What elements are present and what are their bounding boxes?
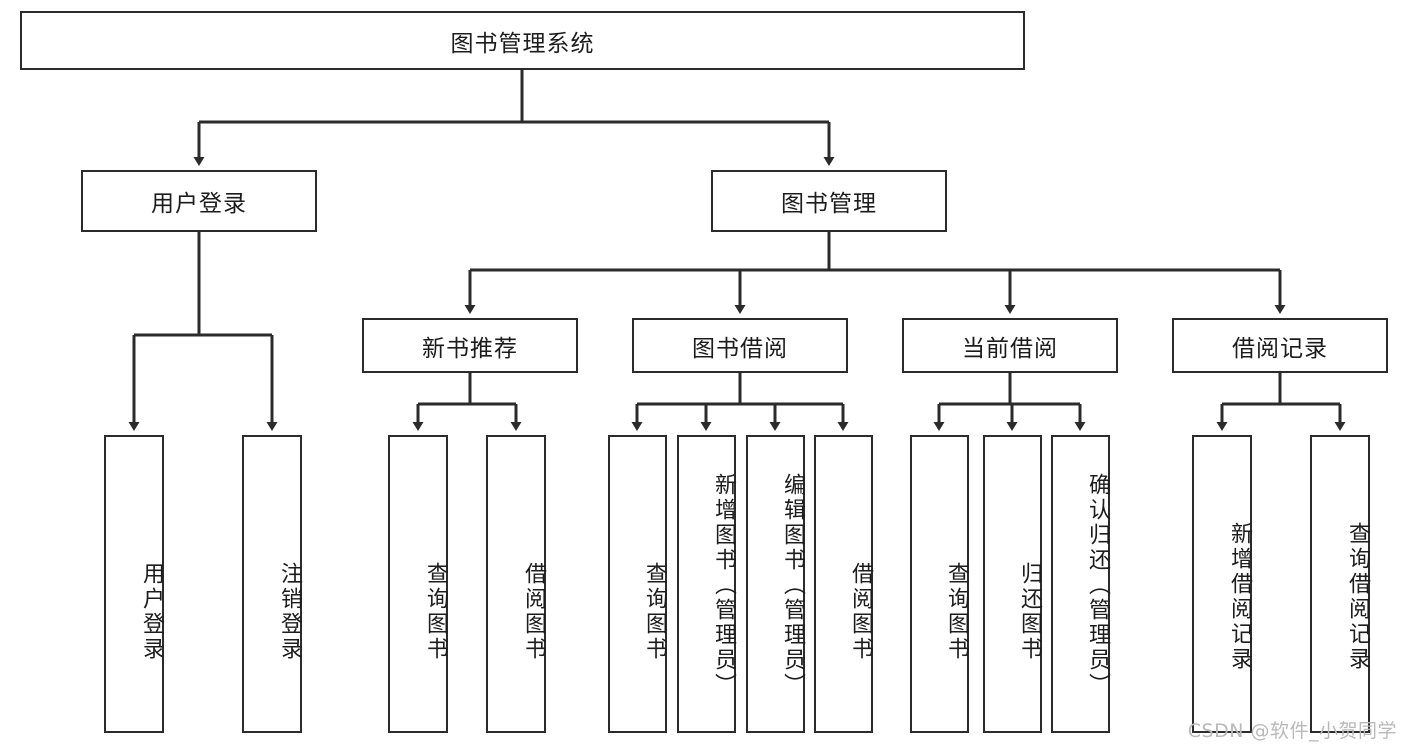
node-leaf-logout[interactable]: 注销登录: [242, 435, 302, 733]
node-book-borrow[interactable]: 图书借阅: [632, 318, 848, 373]
node-leaf-query-record-label: 查询借阅记录: [1345, 522, 1370, 672]
node-leaf-logout-label: 注销登录: [277, 562, 302, 662]
node-leaf-return-book-label: 归还图书: [1017, 562, 1042, 662]
node-leaf-query-book-rec-label: 查询图书: [423, 562, 448, 662]
node-leaf-borrow-book-bb[interactable]: 借阅图书: [814, 435, 873, 733]
node-leaf-add-book[interactable]: 新增图书（管理员）: [677, 435, 736, 733]
node-leaf-borrow-book-rec[interactable]: 借阅图书: [486, 435, 546, 733]
node-leaf-query-book-cb-label: 查询图书: [944, 562, 969, 662]
node-borrow-record[interactable]: 借阅记录: [1172, 318, 1388, 373]
node-new-book-rec-label: 新书推荐: [422, 335, 518, 362]
node-leaf-confirm-return[interactable]: 确认归还（管理员）: [1051, 435, 1110, 733]
node-leaf-query-book-cb[interactable]: 查询图书: [910, 435, 969, 733]
node-leaf-user-login-label: 用户登录: [139, 562, 164, 662]
node-book-borrow-label: 图书借阅: [692, 335, 788, 362]
node-leaf-query-record[interactable]: 查询借阅记录: [1310, 435, 1370, 733]
node-leaf-query-book-bb-label: 查询图书: [642, 562, 667, 662]
node-leaf-edit-book-label: 编辑图书（管理员）: [780, 472, 805, 698]
node-borrow-record-label: 借阅记录: [1232, 335, 1328, 362]
watermark: CSDN @软件_小贺同学: [1187, 720, 1397, 742]
node-book-manage[interactable]: 图书管理: [711, 170, 947, 232]
node-leaf-query-book-rec[interactable]: 查询图书: [388, 435, 448, 733]
node-leaf-confirm-return-label: 确认归还（管理员）: [1085, 472, 1110, 698]
node-leaf-query-book-bb[interactable]: 查询图书: [608, 435, 667, 733]
node-leaf-borrow-book-bb-label: 借阅图书: [848, 562, 873, 662]
node-book-manage-label: 图书管理: [781, 191, 877, 217]
node-new-book-rec[interactable]: 新书推荐: [362, 318, 578, 373]
node-current-borrow-label: 当前借阅: [962, 335, 1058, 362]
node-root[interactable]: 图书管理系统: [20, 11, 1025, 70]
node-leaf-user-login[interactable]: 用户登录: [104, 435, 164, 733]
node-leaf-add-book-label: 新增图书（管理员）: [711, 472, 736, 698]
node-leaf-add-record-label: 新增借阅记录: [1227, 522, 1252, 672]
node-leaf-return-book[interactable]: 归还图书: [983, 435, 1042, 733]
node-current-borrow[interactable]: 当前借阅: [902, 318, 1118, 373]
node-leaf-borrow-book-rec-label: 借阅图书: [521, 562, 546, 662]
node-leaf-edit-book[interactable]: 编辑图书（管理员）: [746, 435, 805, 733]
node-leaf-add-record[interactable]: 新增借阅记录: [1192, 435, 1252, 733]
node-user-login-label: 用户登录: [151, 191, 247, 217]
node-user-login[interactable]: 用户登录: [81, 170, 317, 232]
node-root-label: 图书管理系统: [450, 30, 595, 57]
